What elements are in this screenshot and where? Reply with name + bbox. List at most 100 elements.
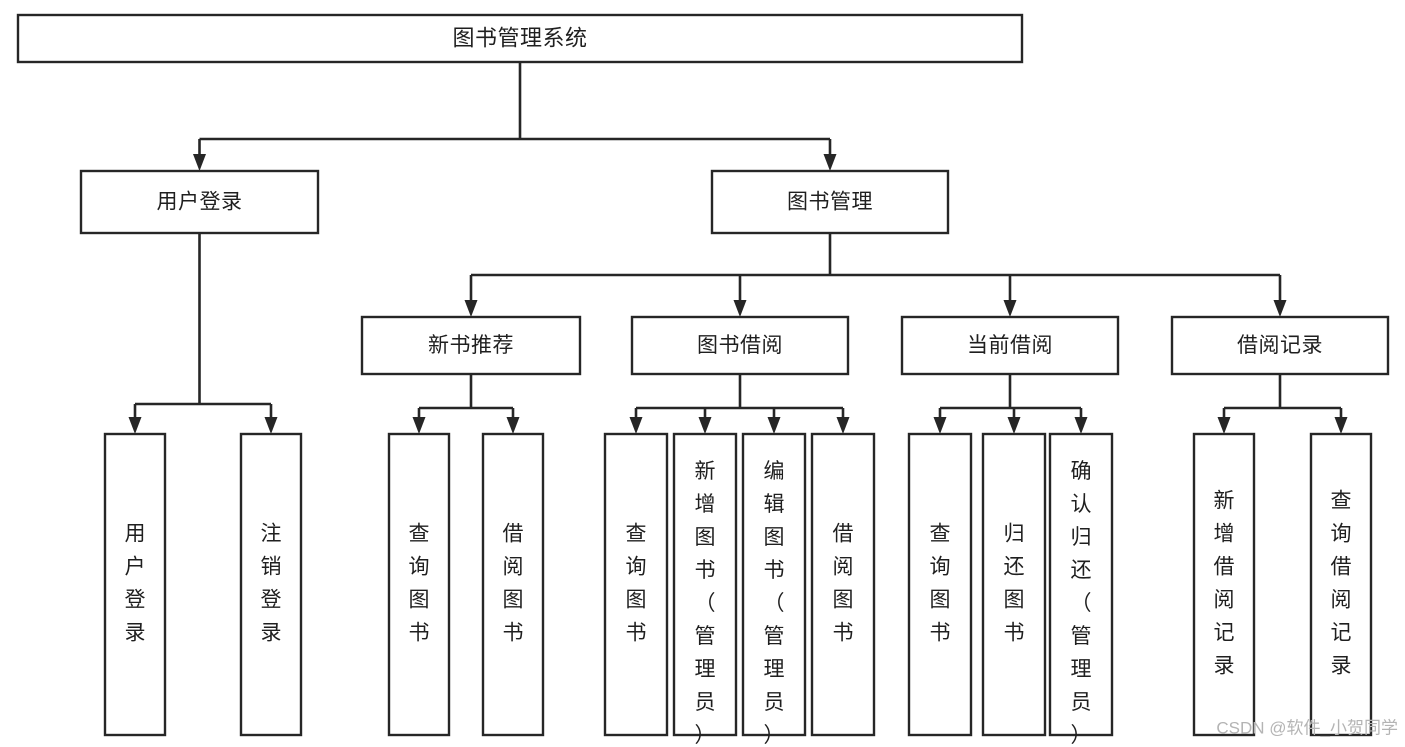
node-label-char: 理 (695, 658, 716, 681)
node-level2-user-login[interactable]: 用户登录 (79, 169, 320, 235)
csdn-watermark: CSDN @软件_小贺同学 (1216, 718, 1398, 737)
node-box[interactable] (1048, 432, 1114, 737)
arrow-head-icon (733, 300, 747, 317)
node-box[interactable] (1309, 432, 1373, 737)
node-label-char: ） (764, 724, 785, 747)
node-box[interactable] (741, 432, 807, 737)
connector-group-book-borrow (629, 374, 850, 434)
arrow-head-icon (412, 417, 426, 434)
node-label-char: （ (695, 592, 716, 615)
node-level3-new-book-rec[interactable]: 新书推荐 (360, 315, 582, 376)
node-box[interactable] (239, 432, 303, 737)
node-label-char: 录 (1214, 655, 1235, 678)
node-label-char: 管 (764, 625, 785, 648)
node-label-char: 书 (930, 622, 951, 645)
connector-group-root (193, 62, 837, 171)
node-level3-borrow-record[interactable]: 借阅记录 (1170, 315, 1390, 376)
node-label-char: 确 (1071, 460, 1092, 483)
node-label-char: 查 (1331, 490, 1352, 513)
node-label-char: ） (1071, 724, 1092, 747)
node-box[interactable] (900, 315, 1120, 376)
node-label-char: 员 (695, 691, 716, 714)
arrow-head-icon (264, 417, 278, 434)
node-label-char: 书 (409, 622, 430, 645)
node-level3-current-borrow[interactable]: 当前借阅 (900, 315, 1120, 376)
node-box[interactable] (630, 315, 850, 376)
node-label-char: 查 (626, 523, 647, 546)
node-label-char: 录 (261, 622, 282, 645)
arrow-head-icon (823, 154, 837, 171)
node-label-char: 书 (764, 559, 785, 582)
node-label-char: 借 (1331, 556, 1352, 579)
node-label-char: 辑 (764, 493, 785, 516)
node-label-char: 询 (626, 556, 647, 579)
connector-group-book-manage (464, 233, 1287, 317)
node-box[interactable] (810, 432, 876, 737)
node-box[interactable] (907, 432, 973, 737)
node-label-char: 户 (125, 556, 146, 579)
node-box[interactable] (981, 432, 1047, 737)
node-level3-book-borrow[interactable]: 图书借阅 (630, 315, 850, 376)
node-label-char: 书 (833, 622, 854, 645)
connector-group-current-borrow (933, 374, 1088, 434)
node-box[interactable] (603, 432, 669, 737)
node-root[interactable]: 图书管理系统 (16, 13, 1024, 64)
node-label-char: 阅 (1331, 589, 1352, 612)
node-label-char: 员 (764, 691, 785, 714)
node-label: 新书推荐 (428, 334, 514, 357)
node-label-char: 新 (695, 460, 716, 483)
node-label: 用户登录 (157, 191, 243, 214)
connector-layer (128, 62, 1348, 434)
node-label-char: 还 (1004, 556, 1025, 579)
connector-group-user-login (128, 233, 278, 434)
node-label-char: 管 (1071, 625, 1092, 648)
node-label-char: 增 (1214, 523, 1235, 546)
node-box[interactable] (103, 432, 167, 737)
node-label-char: 图 (1004, 589, 1025, 612)
node-label-char: 用 (125, 523, 146, 546)
arrow-head-icon (193, 154, 206, 171)
node-label-char: ） (695, 724, 716, 747)
connector-group-borrow-record (1217, 374, 1348, 434)
node-box[interactable] (387, 432, 451, 737)
node-label-char: 书 (503, 622, 524, 645)
arrow-head-icon (128, 417, 142, 434)
node-box[interactable] (79, 169, 320, 235)
arrow-head-icon (767, 417, 781, 434)
arrow-head-icon (1334, 417, 1348, 434)
node-box[interactable] (672, 432, 738, 737)
arrow-head-icon (698, 417, 712, 434)
node-label-char: 图 (503, 589, 524, 612)
node-leaf-leaf-user-login[interactable]: 用户登录 (103, 432, 167, 737)
arrow-head-icon (1003, 300, 1017, 317)
node-label-char: 理 (764, 658, 785, 681)
arrow-head-icon (1217, 417, 1231, 434)
node-box[interactable] (710, 169, 950, 235)
node-label-char: 录 (125, 622, 146, 645)
node-label-char: 增 (695, 493, 716, 516)
node-box[interactable] (1170, 315, 1390, 376)
node-box[interactable] (360, 315, 582, 376)
arrow-head-icon (1007, 417, 1021, 434)
node-box[interactable] (481, 432, 545, 737)
node-level2-book-manage[interactable]: 图书管理 (710, 169, 950, 235)
node-box[interactable] (16, 13, 1024, 64)
node-label: 图书借阅 (697, 334, 783, 357)
node-box[interactable] (1192, 432, 1256, 737)
node-label-char: 借 (833, 523, 854, 546)
watermark-layer: CSDN @软件_小贺同学 (1216, 718, 1398, 737)
